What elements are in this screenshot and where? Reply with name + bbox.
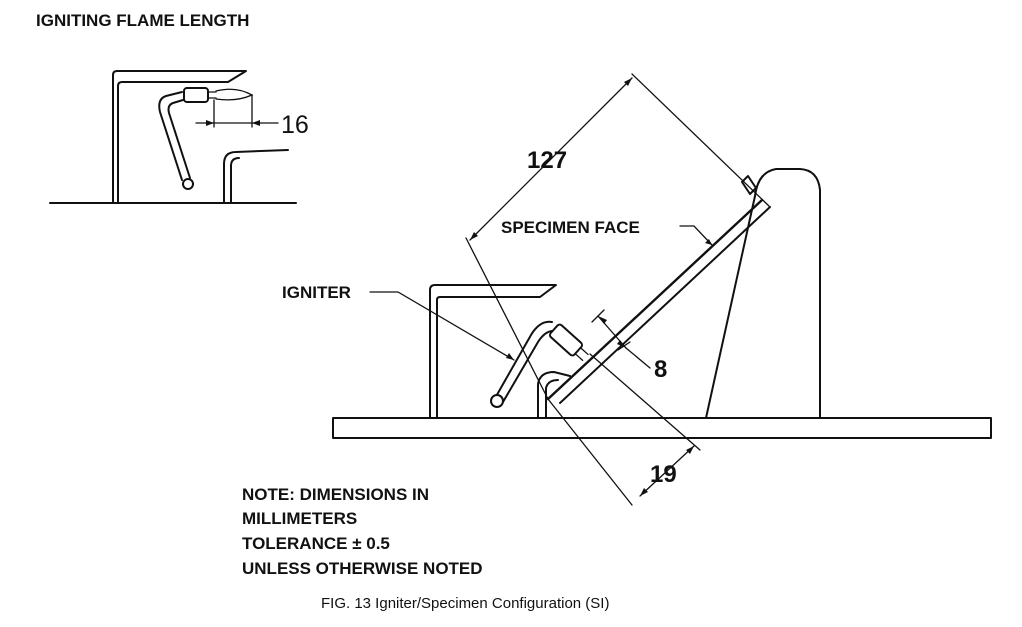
dim127-ext-top	[631, 73, 771, 208]
igniter-label: IGNITER	[282, 283, 351, 302]
inset-nozzle-tip	[207, 91, 217, 99]
figure-caption: FIG. 13 Igniter/Specimen Configuration (…	[321, 595, 609, 612]
dim19-label: 19	[650, 461, 677, 488]
note-line-2: MILLIMETERS	[242, 509, 357, 528]
burner-body	[429, 284, 557, 419]
inset-dim-arrow-left-icon	[206, 120, 214, 126]
dimension-note: NOTE: DIMENSIONS IN MILLIMETERS TOLERANC…	[242, 485, 483, 578]
inset-nozzle	[183, 87, 209, 103]
igniter-leader	[369, 291, 515, 361]
igniter-tip	[490, 394, 504, 408]
dim127-line	[469, 77, 633, 241]
inset-dim-arrow-right-icon	[252, 120, 260, 126]
dim8-arrow-bottom-icon	[617, 340, 626, 348]
inset-burner-body	[112, 70, 247, 204]
dim19-ext-right	[589, 353, 701, 451]
specimen-face-leader	[679, 225, 713, 246]
note-line-1: NOTE: DIMENSIONS IN	[242, 485, 429, 504]
note-line-4: UNLESS OTHERWISE NOTED	[242, 559, 483, 578]
inset-dim-label: 16	[281, 111, 309, 139]
diagram-title: IGNITING FLAME LENGTH	[36, 11, 249, 30]
dim127-label: 127	[527, 147, 567, 174]
dim19-ext-left	[547, 398, 633, 506]
specimen-face-inner	[559, 206, 771, 404]
inset-right-block	[223, 149, 289, 204]
dim19-line	[639, 445, 695, 497]
inset-igniter-tip	[182, 178, 194, 190]
base-plate	[332, 417, 992, 439]
igniter-nozzle	[548, 323, 584, 357]
igniter-leader-arrow-icon	[506, 353, 514, 360]
specimen-face-outer	[546, 198, 764, 401]
dim8-arrow-top-icon	[598, 316, 607, 324]
dim127-arrow-top-icon	[624, 78, 632, 86]
dim8-leader	[625, 347, 651, 369]
inset-flame-length-view: 16	[49, 70, 309, 204]
inset-flame-icon	[215, 88, 254, 101]
dim8-label: 8	[654, 356, 667, 383]
igniter-nozzle-tip	[574, 347, 589, 362]
specimen-top-clip	[741, 175, 757, 195]
inset-igniter-tube-inner	[167, 99, 191, 179]
dim19-arrow-left-icon	[640, 488, 648, 496]
lower-bracket-inner	[545, 379, 559, 419]
main-view: 127 SPECIMEN FACE IGNITER 8 19	[282, 73, 992, 506]
specimen-holder	[705, 168, 821, 419]
lower-bracket	[537, 371, 571, 419]
specimen-face-leader-arrow-icon	[705, 239, 712, 245]
igniter-tube-outer	[493, 320, 553, 401]
dim127-arrow-bottom-icon	[470, 232, 478, 240]
inset-right-block-inner	[230, 157, 240, 204]
dim19-arrow-right-icon	[686, 446, 694, 454]
note-line-3: TOLERANCE ± 0.5	[242, 534, 390, 553]
inset-igniter-tube-outer	[158, 91, 183, 181]
specimen-face-label: SPECIMEN FACE	[501, 218, 640, 237]
dim127-ext-bottom	[465, 237, 549, 400]
